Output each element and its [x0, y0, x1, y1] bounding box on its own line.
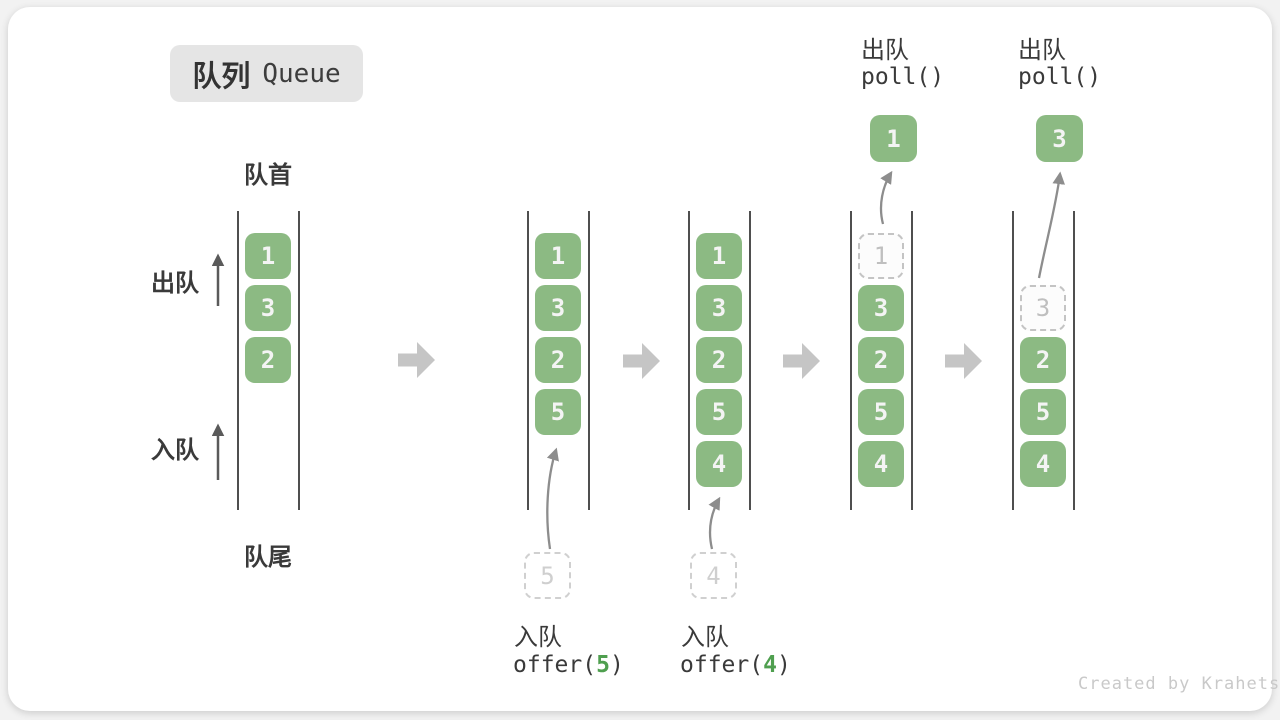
- staged-item: 4: [690, 552, 737, 599]
- queue-item: 1: [245, 233, 291, 279]
- queue-item: 4: [1020, 441, 1066, 487]
- code-text: offer(: [513, 652, 597, 678]
- queue-item: 5: [858, 389, 904, 435]
- diagram-card: [8, 7, 1272, 711]
- queue-item: 2: [1020, 337, 1066, 383]
- removed-item: 3: [1020, 285, 1066, 331]
- rail-right: [298, 211, 300, 510]
- rail-left: [850, 211, 852, 510]
- dequeue-op-label: 出队: [1018, 37, 1066, 64]
- queue-item: 4: [696, 441, 742, 487]
- title-zh: 队列: [192, 60, 251, 93]
- dequeued-item: 1: [870, 115, 917, 162]
- queue-item: 3: [858, 285, 904, 331]
- rail-right: [911, 211, 913, 510]
- queue-item: 5: [535, 389, 581, 435]
- enqueue-side-label: 入队: [151, 437, 199, 464]
- rail-right: [749, 211, 751, 510]
- queue-item: 3: [535, 285, 581, 331]
- queue-item: 3: [245, 285, 291, 331]
- code-arg: 5: [596, 652, 610, 678]
- rail-left: [688, 211, 690, 510]
- code-text: ): [776, 652, 791, 678]
- rail-left: [527, 211, 529, 510]
- staged-item: 5: [524, 552, 571, 599]
- queue-item: 3: [696, 285, 742, 331]
- rail-right: [588, 211, 590, 510]
- queue-front-label: 队首: [244, 162, 292, 189]
- dequeued-item: 3: [1036, 115, 1083, 162]
- enqueue-op-label: 入队: [514, 624, 562, 651]
- offer-call-label: offer(5): [513, 652, 624, 678]
- title-badge: 队列 Queue: [170, 45, 363, 102]
- poll-call-label: poll(): [861, 64, 945, 90]
- watermark: Created by Krahets: [1078, 674, 1280, 694]
- queue-item: 2: [245, 337, 291, 383]
- queue-item: 5: [1020, 389, 1066, 435]
- rail-right: [1073, 211, 1075, 510]
- rail-left: [1012, 211, 1014, 510]
- queue-item: 1: [535, 233, 581, 279]
- code-text: ): [609, 652, 624, 678]
- queue-item: 1: [696, 233, 742, 279]
- poll-call-label: poll(): [1018, 64, 1102, 90]
- offer-call-label: offer(4): [680, 652, 791, 678]
- title-en: Queue: [262, 58, 341, 89]
- removed-item: 1: [858, 233, 904, 279]
- rail-left: [237, 211, 239, 510]
- code-text: offer(: [680, 652, 764, 678]
- queue-rear-label: 队尾: [244, 544, 292, 571]
- enqueue-op-label: 入队: [681, 624, 729, 651]
- queue-item: 2: [696, 337, 742, 383]
- queue-item: 2: [535, 337, 581, 383]
- queue-item: 4: [858, 441, 904, 487]
- dequeue-op-label: 出队: [861, 37, 909, 64]
- queue-item: 5: [696, 389, 742, 435]
- queue-item: 2: [858, 337, 904, 383]
- code-arg: 4: [763, 652, 777, 678]
- dequeue-side-label: 出队: [151, 270, 199, 297]
